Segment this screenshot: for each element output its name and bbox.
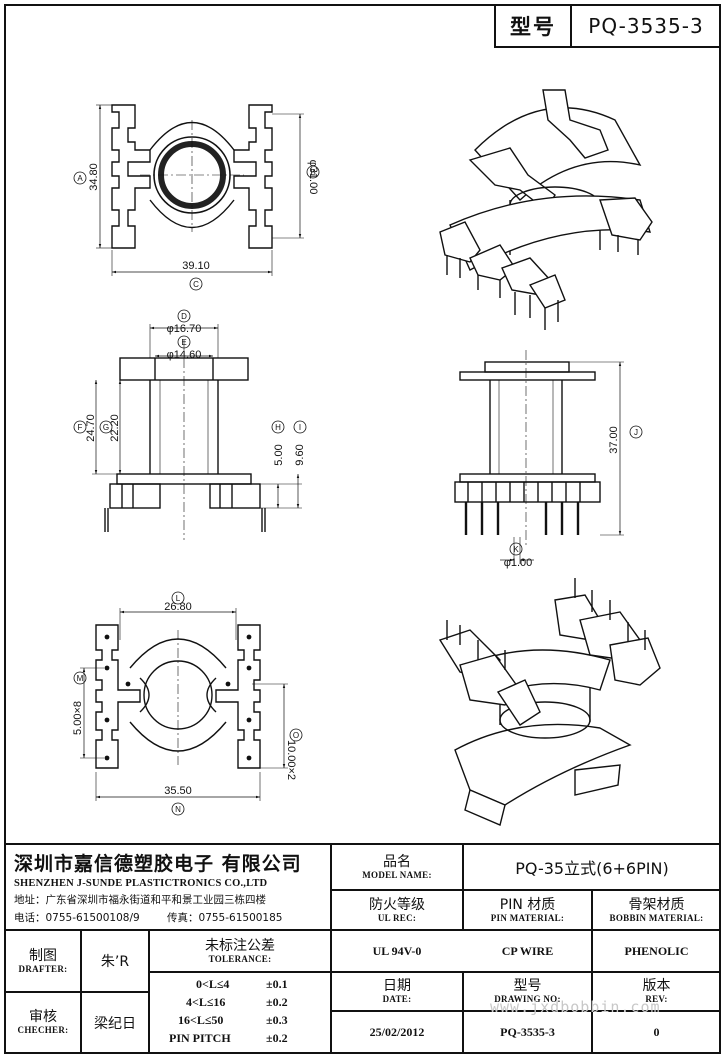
checker-cn: 审核: [29, 1009, 57, 1026]
dim-front-h2: 22.20: [109, 414, 121, 442]
rev-value: 0: [653, 1024, 660, 1039]
dim-top-height: 34.80: [88, 163, 100, 191]
tolerance-value-2: ±0.2: [266, 995, 288, 1009]
drawing-no-value: PQ-3535-3: [500, 1024, 555, 1039]
company-phone: 电话：0755-61500108/9: [14, 912, 140, 924]
date-value: 25/02/2012: [369, 1024, 425, 1039]
title-block: 深圳市嘉信德塑胶电子 有限公司 SHENZHEN J-SUNDE PLASTIC…: [6, 843, 720, 1052]
marker-f: F: [78, 423, 83, 432]
dim-bottom-width-bottom: 35.50: [164, 785, 192, 797]
marker-b: B: [310, 168, 315, 177]
dim-front-d1: φ16.70: [167, 323, 202, 335]
marker-i: I: [299, 423, 301, 432]
marker-c: C: [193, 280, 199, 289]
marker-o: O: [293, 731, 299, 740]
drafter-label: 制图 DRAFTER:: [6, 931, 80, 991]
marker-a: A: [77, 174, 83, 183]
model-header-value: PQ-3535-3: [588, 14, 704, 38]
marker-e: E: [181, 338, 186, 347]
rev-label: 版本 REV:: [593, 973, 720, 1010]
checker-label: 审核 CHECHER:: [6, 993, 80, 1052]
date-cn: 日期: [383, 978, 411, 995]
drafter-cn: 制图: [29, 947, 57, 964]
date-en: DATE:: [382, 994, 412, 1005]
tolerance-range-2: 4<L≤16: [186, 995, 226, 1009]
bottom-view: [73, 591, 303, 816]
pin-material-cn: PIN 材质: [499, 896, 556, 913]
tolerance-cn: 未标注公差: [205, 937, 275, 954]
front-view: [73, 309, 307, 540]
company-name-en: SHENZHEN J-SUNDE PLASTICTRONICS CO.,LTD: [14, 878, 268, 889]
model-name-label: 品名 MODEL NAME:: [332, 845, 462, 889]
tolerance-value-3: ±0.3: [266, 1013, 288, 1027]
bobbin-material-cn: 骨架材质: [628, 896, 685, 913]
bobbin-material-label: 骨架材质 BOBBIN MATERIAL:: [593, 891, 720, 929]
pin-material-value: CP WIRE: [501, 943, 554, 958]
date-label: 日期 DATE:: [332, 973, 462, 1010]
dim-side-pin: φ1.00: [504, 557, 533, 569]
tolerance-range-4: PIN PITCH: [169, 1031, 231, 1045]
checker-en: CHECHER:: [17, 1025, 69, 1036]
marker-h: H: [275, 423, 281, 432]
top-view: [73, 104, 320, 291]
ul-rec-value: UL 94V-0: [372, 943, 422, 958]
dim-top-diameter: φ31.00: [307, 160, 319, 195]
model-header: 型号 PQ-3535-3: [494, 6, 720, 48]
dim-front-h3: 5.00: [273, 444, 285, 465]
tolerance-range-1: 0<L≤4: [196, 977, 230, 991]
marker-j: J: [634, 428, 638, 437]
watermark: www.jxdbobbin.com: [490, 998, 661, 1016]
dim-top-width: 39.10: [182, 260, 210, 272]
marker-l: L: [176, 594, 181, 603]
dim-front-h1: 24.70: [85, 414, 97, 442]
model-name-cn: 品名: [383, 853, 411, 870]
isometric-view-top: [439, 89, 653, 330]
drafter-en: DRAFTER:: [18, 963, 68, 974]
company-address: 地址：广东省深圳市福永街道和平和景工业园三栋四楼: [14, 894, 266, 906]
pin-material-label: PIN 材质 PIN MATERIAL:: [464, 891, 591, 929]
tolerance-value-4: ±0.2: [266, 1031, 288, 1045]
drawing-frame: [4, 4, 721, 1054]
tolerance-range-3: 16<L≤50: [178, 1013, 224, 1027]
drawing-no-label: 型号 DRAWING NO:: [464, 973, 591, 1010]
rev-cn: 版本: [642, 978, 671, 995]
dim-front-d2: φ14.60: [167, 349, 202, 361]
dim-bottom-pitch: 5.00×8: [72, 701, 84, 735]
drawing-no-en: DRAWING NO:: [494, 994, 561, 1005]
ul-rec-label: 防火等级 UL REC:: [332, 891, 462, 929]
isometric-view-bottom: [438, 578, 661, 826]
company-info: 深圳市嘉信德塑胶电子 有限公司 SHENZHEN J-SUNDE PLASTIC…: [6, 843, 330, 929]
model-header-label: 型号: [496, 6, 572, 46]
company-fax: 传真：0755-61500185: [167, 912, 283, 924]
tolerance-value-1: ±0.1: [266, 977, 288, 991]
marker-k: K: [513, 545, 519, 554]
drafter-value: 朱’R: [100, 954, 130, 970]
technical-drawing: 34.80 φ31.00 39.10 A B C: [72, 89, 661, 826]
company-contact: 电话：0755-61500108/9 传真：0755-61500185: [14, 910, 282, 925]
marker-m: M: [77, 674, 84, 683]
tolerance-label: 未标注公差 TOLERANCE:: [150, 931, 330, 971]
marker-g: G: [103, 423, 109, 432]
ul-rec-cn: 防火等级: [369, 896, 425, 913]
company-name-cn: 深圳市嘉信德塑胶电子 有限公司: [14, 853, 302, 875]
dim-front-h4: 9.60: [294, 444, 306, 465]
tolerance-en: TOLERANCE:: [208, 953, 272, 964]
side-view: [454, 350, 643, 564]
dim-bottom-row: 10.00×2: [285, 740, 297, 780]
pin-material-en: PIN MATERIAL:: [490, 912, 565, 923]
dim-bottom-width-top: 26.80: [164, 601, 192, 613]
marker-n: N: [175, 805, 181, 814]
model-name-en: MODEL NAME:: [362, 869, 432, 880]
model-name-value: PQ-35立式(6+6PIN): [515, 859, 669, 878]
drawing-no-cn: 型号: [513, 978, 542, 995]
rev-en: REV:: [645, 994, 668, 1005]
checker-value: 梁纪日: [94, 1015, 136, 1032]
ul-rec-en: UL REC:: [377, 912, 417, 923]
bobbin-material-en: BOBBIN MATERIAL:: [609, 912, 704, 923]
dim-side-height: 37.00: [608, 426, 620, 454]
marker-d: D: [181, 312, 187, 321]
bobbin-material-value: PHENOLIC: [624, 943, 689, 958]
